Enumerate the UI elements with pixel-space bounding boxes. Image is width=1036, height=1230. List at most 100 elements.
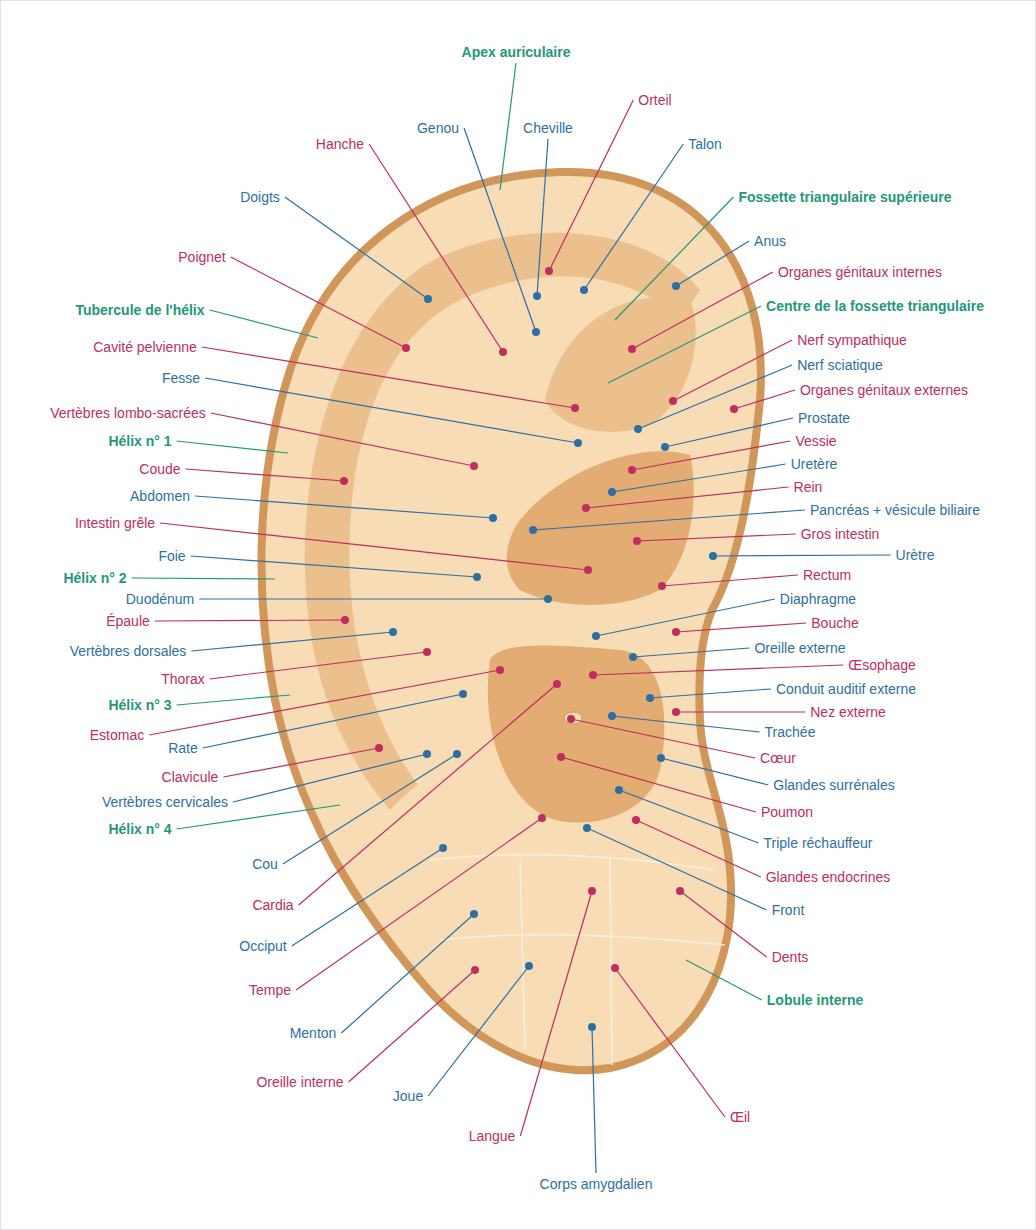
acupoint-dot: [459, 690, 467, 698]
acupoint-label: Oreille interne: [254, 1074, 345, 1090]
leader-line: [349, 970, 475, 1082]
acupoint-dot: [389, 628, 397, 636]
zone-label: Centre de la fossette triangulaire: [764, 298, 986, 314]
leader-line: [177, 441, 288, 453]
ear-canal: [564, 712, 582, 724]
acupoint-dot: [532, 328, 540, 336]
acupoint-label: Hanche: [314, 136, 366, 152]
acupoint-dot: [730, 405, 738, 413]
acupoint-label: Glandes surrénales: [771, 777, 896, 793]
leader-line: [676, 241, 749, 286]
acupoint-dot: [588, 887, 596, 895]
zone-label: Hélix n° 2: [61, 570, 128, 586]
acupoint-dot: [629, 653, 637, 661]
acupoint-dot: [402, 344, 410, 352]
acupoint-label: Cavité pelvienne: [91, 339, 199, 355]
acupoint-label: Doigts: [238, 189, 282, 205]
leader-line: [665, 418, 793, 447]
acupoint-dot: [608, 488, 616, 496]
acupoint-label: Anus: [752, 233, 788, 249]
acupoint-dot: [439, 844, 447, 852]
acupoint-label: Intestin grêle: [73, 515, 157, 531]
acupoint-label: Œsophage: [846, 657, 918, 673]
acupoint-dot: [611, 964, 619, 972]
acupoint-dot: [588, 1023, 596, 1031]
acupoint-label: Cheville: [521, 120, 575, 136]
acupoint-label: Glandes endocrines: [764, 869, 893, 885]
acupoint-dot: [489, 514, 497, 522]
leader-line: [636, 820, 761, 877]
acupoint-dot: [634, 425, 642, 433]
triangular-fossa: [545, 297, 696, 432]
acupoint-dot: [661, 443, 669, 451]
acupoint-label: Triple réchauffeur: [762, 835, 875, 851]
leader-line: [593, 665, 843, 675]
leader-line: [191, 632, 393, 651]
leader-line: [210, 652, 427, 679]
leader-line: [520, 891, 592, 1136]
acupoint-label: Uretère: [789, 456, 840, 472]
leader-line: [160, 523, 588, 570]
acupoint-dot: [499, 348, 507, 356]
leader-line: [464, 128, 536, 332]
acupoint-label: Nerf sympathique: [795, 332, 909, 348]
acupoint-label: Front: [770, 902, 807, 918]
acupoint-dot: [423, 648, 431, 656]
acupoint-label: Rate: [166, 740, 200, 756]
acupoint-dot: [628, 345, 636, 353]
leader-line: [673, 340, 792, 401]
leader-line: [195, 496, 493, 518]
acupoint-dot: [424, 295, 432, 303]
leader-line: [633, 648, 749, 657]
leader-line: [341, 914, 474, 1033]
leader-line: [584, 144, 683, 290]
acupoint-dot: [592, 632, 600, 640]
leader-line: [177, 695, 290, 705]
acupoint-label: Menton: [288, 1025, 339, 1041]
acupoint-dot: [574, 439, 582, 447]
acupoint-label: Estomac: [88, 727, 146, 743]
leader-line: [285, 197, 428, 299]
leader-line: [587, 828, 767, 910]
zone-label: Fossette triangulaire supérieure: [736, 189, 953, 205]
acupoint-label: Clavicule: [160, 769, 221, 785]
leader-line: [210, 310, 318, 338]
zone-label: Lobule interne: [765, 992, 865, 1008]
acupoint-label: Genou: [415, 120, 461, 136]
leader-line: [619, 790, 759, 843]
leader-line: [369, 144, 503, 352]
leader-line: [615, 197, 733, 320]
leader-line: [586, 487, 789, 508]
acupoint-dot: [473, 573, 481, 581]
leader-line: [596, 599, 775, 636]
leader-line: [292, 848, 443, 946]
acupoint-label: Occiput: [237, 938, 288, 954]
acupoint-dot: [538, 814, 546, 822]
acupoint-dot: [632, 816, 640, 824]
acupoint-dot: [608, 712, 616, 720]
leader-line: [205, 378, 578, 443]
acupoint-dot: [453, 750, 461, 758]
ear-outline: [261, 172, 760, 1070]
acupoint-dot: [545, 267, 553, 275]
acupoint-dot: [580, 286, 588, 294]
acupoint-label: Rein: [792, 479, 825, 495]
acupoint-label: Bouche: [809, 615, 860, 631]
acupoint-dot: [628, 466, 636, 474]
acupoint-dot: [557, 753, 565, 761]
acupoint-label: Oreille externe: [752, 640, 847, 656]
leader-line: [713, 555, 891, 556]
zone-label: Hélix n° 4: [106, 821, 173, 837]
acupoint-dot: [672, 282, 680, 290]
leader-line: [155, 620, 345, 621]
acupoint-dot: [496, 666, 504, 674]
leader-line: [612, 716, 760, 732]
leader-line: [734, 390, 795, 409]
leader-line: [592, 1027, 596, 1173]
leader-line: [211, 413, 474, 466]
